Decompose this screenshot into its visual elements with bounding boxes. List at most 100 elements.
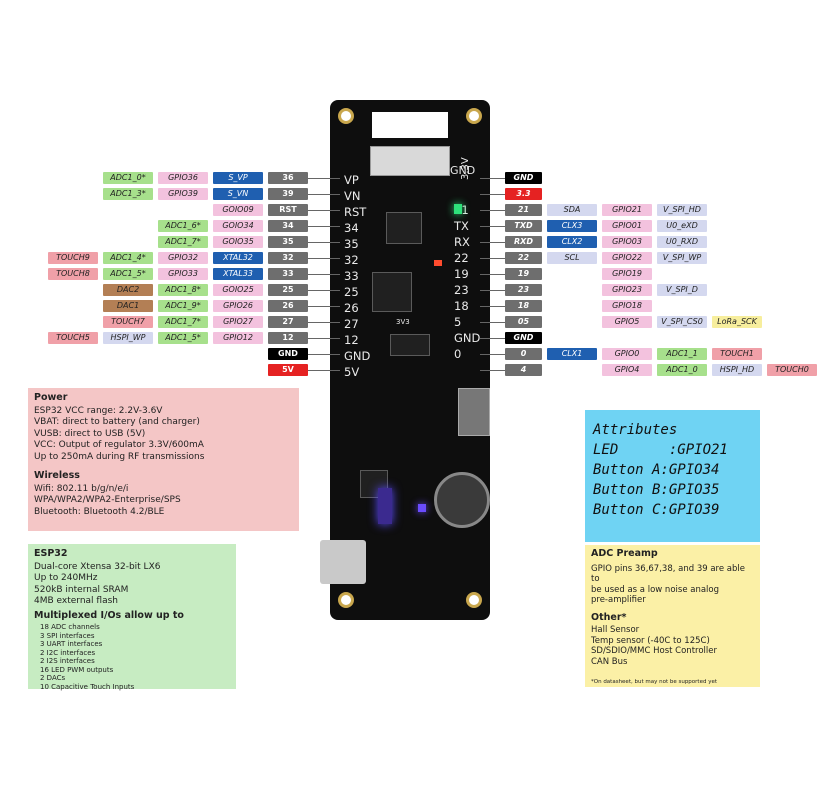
silk-left-pin: 27 [344, 317, 359, 331]
pin-number: 26 [268, 300, 308, 312]
right-silk-labels: 21TXRX221923185GND0 [454, 202, 480, 362]
pin-function-label: CLX2 [547, 236, 597, 248]
pin-connector-line [480, 258, 505, 259]
silk-left-pin: 5V [344, 365, 360, 379]
wireless-line: Bluetooth: Bluetooth 4.2/BLE [34, 506, 165, 517]
mounting-hole [466, 592, 482, 608]
pin-function-label: LoRa_SCK [712, 316, 762, 328]
pin-number: GND [505, 332, 542, 344]
pin-function-label: V_SPI_D [657, 284, 707, 296]
wireless-line: Wifi: 802.11 b/g/n/e/i [34, 483, 129, 494]
adc-line: pre-amplifier [591, 595, 646, 605]
pin-connector-line [308, 306, 340, 307]
chip-component [386, 212, 422, 244]
pin-function-label: GPIO32 [158, 252, 208, 264]
pin-number: 36 [268, 172, 308, 184]
pin-function-label: DAC2 [103, 284, 153, 296]
pin-function-label: TOUCH8 [48, 268, 98, 280]
pin-connector-line [480, 354, 505, 355]
silk-left-pin: 34 [344, 221, 359, 235]
green-led [454, 204, 462, 214]
silk-left-pin: GND [344, 349, 371, 363]
pin-connector-line [480, 322, 505, 323]
pin-number: 12 [268, 332, 308, 344]
other-line: Temp sensor (-40C to 125C) [591, 635, 710, 646]
silk-3v3: 3V3 [396, 318, 410, 326]
pin-function-label: GOIO35 [213, 236, 263, 248]
pin-number: 19 [505, 268, 542, 280]
pin-function-label: GPIO4 [602, 364, 652, 376]
mux-line: 10 Capacitive Touch Inputs [40, 682, 135, 691]
pin-function-label: SCL [547, 252, 597, 264]
silk-left-pin: 35 [344, 237, 359, 251]
pin-function-label: XTAL33 [213, 268, 263, 280]
silk-left-pin: 33 [344, 269, 359, 283]
pin-connector-line [308, 274, 340, 275]
attributes-title: Attributes [593, 422, 678, 438]
sd-card-slot [458, 388, 490, 436]
pin-number: GND [268, 348, 308, 360]
mounting-hole [338, 108, 354, 124]
pin-function-label: S_VN [213, 188, 263, 200]
pin-function-label: ADC1_3* [103, 188, 153, 200]
pin-connector-line [308, 354, 340, 355]
mux-line: 3 UART interfaces [40, 640, 103, 648]
wireless-title: Wireless [34, 470, 80, 481]
pin-number: 39 [268, 188, 308, 200]
pin-function-label: ADC1_7* [158, 316, 208, 328]
status-led [418, 504, 426, 512]
pin-function-label: GPIO5 [602, 316, 652, 328]
pin-function-label: ADC1_0* [103, 172, 153, 184]
pin-connector-line [480, 290, 505, 291]
pin-number: 22 [505, 252, 542, 264]
battery-holder [434, 472, 490, 528]
attribute-row: Button C:GPIO39 [593, 502, 720, 518]
pin-function-label: GPIO0 [602, 348, 652, 360]
power-title: Power [34, 392, 68, 403]
pin-number: TXD [505, 220, 542, 232]
mux-line: 16 LED PWM outputs [40, 665, 114, 674]
esp32-line: 520kB internal SRAM [34, 584, 129, 595]
white-label-area [372, 112, 448, 138]
silk-right-pin: 19 [454, 267, 469, 281]
other-line: CAN Bus [591, 656, 628, 667]
pin-number: 23 [505, 284, 542, 296]
pin-function-label: GPIO22 [602, 252, 652, 264]
pin-number: RST [268, 204, 308, 216]
pin-function-label: TOUCH1 [712, 348, 762, 360]
silk-left-pin: VP [344, 173, 359, 187]
pin-connector-line [480, 306, 505, 307]
pin-function-label: GPIO36 [158, 172, 208, 184]
pin-number: 34 [268, 220, 308, 232]
pin-number: 5V [268, 364, 308, 376]
switch-component [370, 146, 450, 176]
power-line: VUSB: direct to USB (5V) [34, 428, 146, 439]
pin-function-label: U0_eXD [657, 220, 707, 232]
other-line: SD/SDIO/MMC Host Controller [591, 646, 717, 656]
pin-function-label: ADC1_5* [158, 332, 208, 344]
pin-function-label: CLX1 [547, 348, 597, 360]
pin-function-label: SDA [547, 204, 597, 216]
pin-function-label: GPIO21 [602, 204, 652, 216]
adc-title: ADC Preamp [591, 548, 658, 559]
mux-line: 18 ADC channels [40, 623, 100, 631]
mux-title: Multiplexed I/Os allow up to [34, 609, 184, 621]
esp32-line: Dual-core Xtensa 32-bit LX6 [34, 561, 161, 572]
pin-function-label: ADC1_4* [103, 252, 153, 264]
pin-function-label: ADC1_6* [158, 220, 208, 232]
pin-number: 05 [505, 316, 542, 328]
adc-box: ADC Preamp GPIO pins 36,67,38, and 39 ar… [585, 545, 760, 687]
silk-right-pin: GND [454, 331, 481, 345]
pin-function-label: V_SPI_HD [657, 204, 707, 216]
silk-right-pin: 23 [454, 283, 469, 297]
pin-function-label: GPIO03 [602, 236, 652, 248]
pin-connector-line [480, 178, 505, 179]
other-line: Hall Sensor [591, 625, 640, 635]
silk-left-pin: 25 [344, 285, 359, 299]
esp32-line: 4MB external flash [34, 596, 118, 606]
pin-function-label: GPIO39 [158, 188, 208, 200]
pin-connector-line [308, 370, 340, 371]
blue-leds [378, 488, 392, 524]
